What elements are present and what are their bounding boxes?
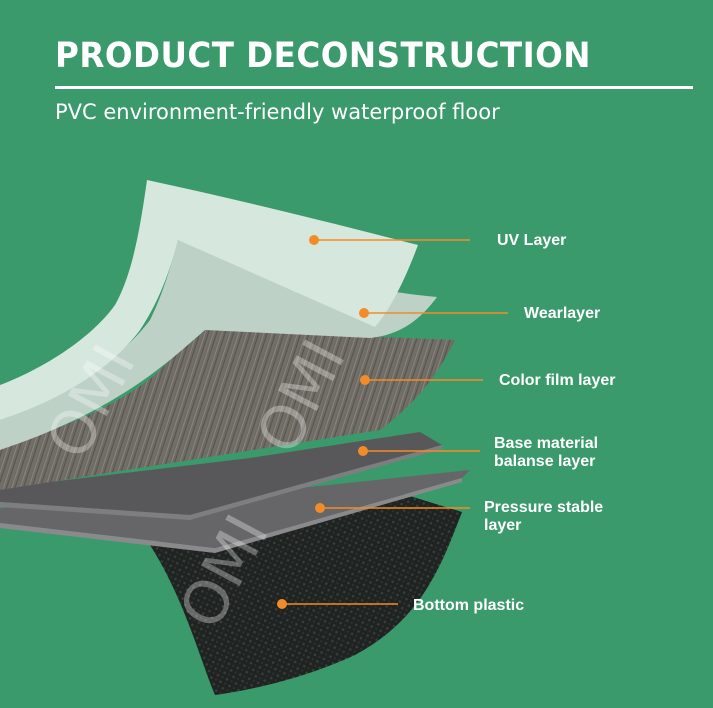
callout-dot-wearlayer [359,308,369,318]
callout-dot-pressure-stable [315,503,325,513]
label-base-material-balanse-layer: Base material balanse layer [494,435,599,470]
label-pressure-stable-layer: Pressure stable layer [484,499,604,534]
callout-dot-uv-layer [309,235,319,245]
base-material-layer [0,432,442,515]
label-bottom-plastic: Bottom plastic [413,597,525,614]
page-title: PRODUCT DECONSTRUCTION [55,36,592,76]
callout-dot-base-material [358,446,368,456]
label-wearlayer: Wearlayer [524,305,601,322]
label-color-film-layer: Color film layer [499,372,616,389]
color-film-layer [0,330,455,490]
callout-dot-color-film-layer [360,375,370,385]
pressure-stable-layer [0,470,470,548]
callout-dot-bottom-plastic [277,599,287,609]
title-underline [55,86,693,89]
callout-lines [282,239,508,605]
label-uv-layer: UV Layer [497,232,567,249]
page-subtitle: PVC environment-friendly waterproof floo… [55,100,500,124]
